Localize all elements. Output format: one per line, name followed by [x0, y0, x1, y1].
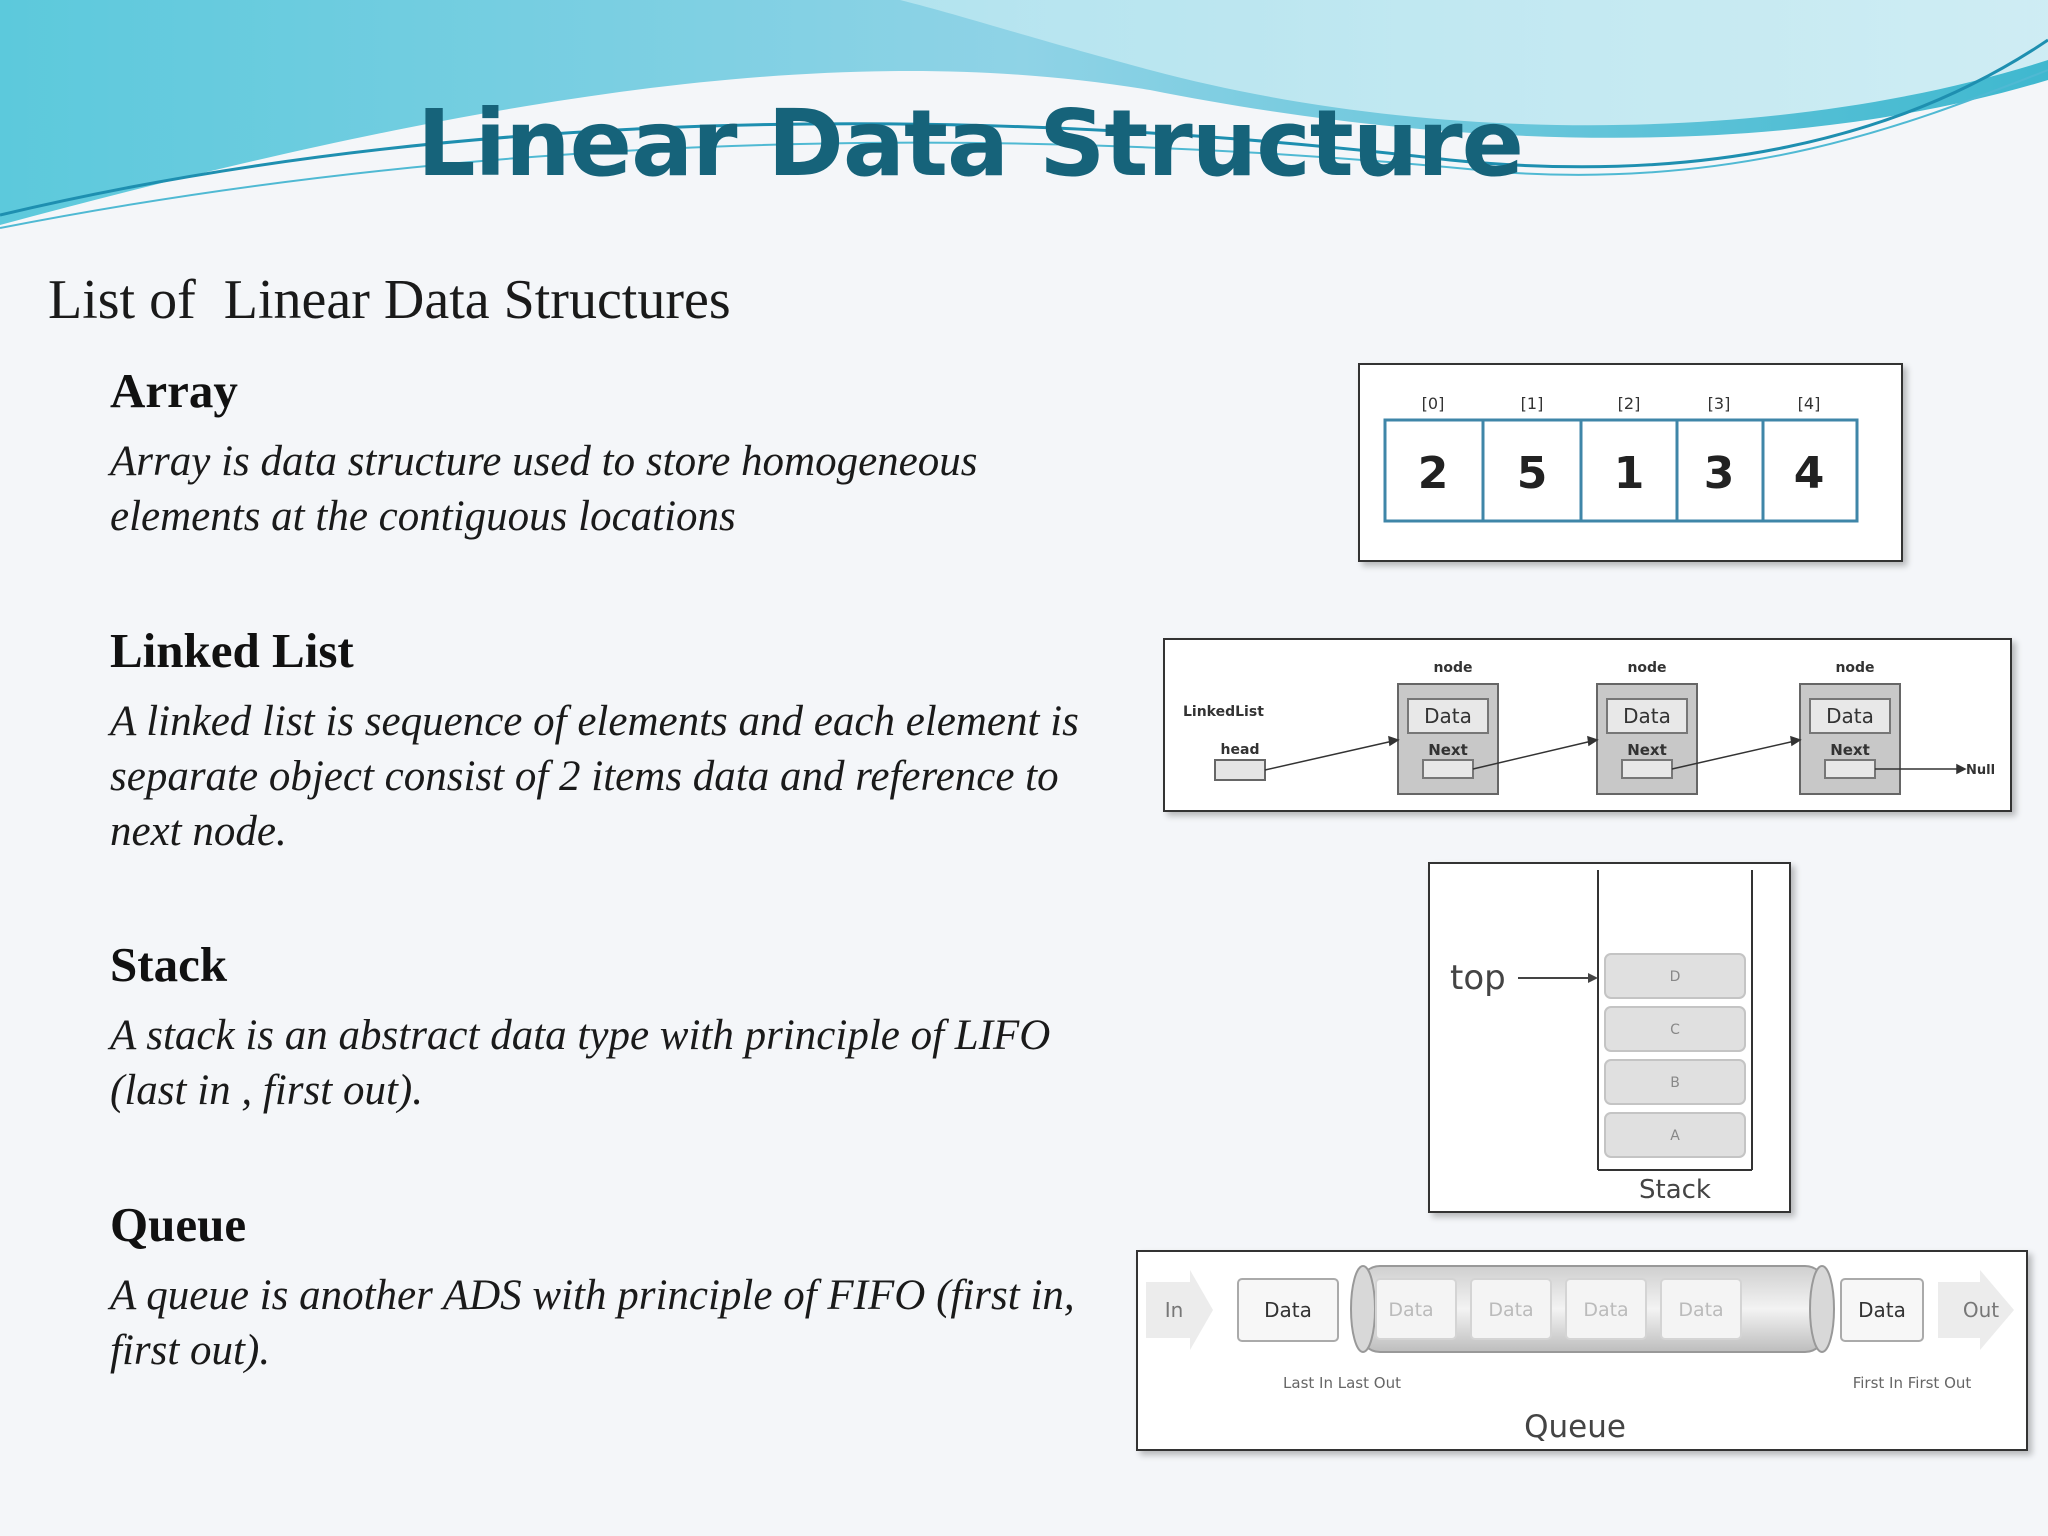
queue-item-label: Data [1678, 1299, 1723, 1321]
section-heading-stack: Stack [110, 937, 228, 992]
array-cell [1675, 418, 1765, 523]
node-label: node [1433, 660, 1472, 676]
queue-item [1660, 1278, 1742, 1340]
array-figure: [0] [1] [2] [3] [4] 2 5 1 3 4 [1358, 363, 1903, 562]
stack-item-label: A [1670, 1128, 1680, 1144]
array-value: 1 [1614, 448, 1645, 499]
queue-in-label: In [1165, 1298, 1184, 1322]
node-data-label: Data [1826, 704, 1874, 728]
slide-title: Linear Data Structure [417, 90, 1524, 197]
queue-item-label: Data [1583, 1299, 1628, 1321]
node-label: node [1627, 660, 1666, 676]
array-value: 4 [1794, 448, 1825, 499]
queue-item [1840, 1278, 1924, 1342]
node-next-label: Next [1830, 741, 1870, 759]
head-label: head [1221, 742, 1260, 758]
section-heading-linked-list: Linked List [110, 623, 354, 678]
queue-item-label: Data [1264, 1298, 1312, 1322]
section-body-stack: A stack is an abstract data type with pr… [110, 1012, 1051, 1114]
array-value: 2 [1418, 448, 1449, 499]
queue-item [1470, 1278, 1552, 1340]
queue-out-label: Out [1963, 1298, 1999, 1322]
array-cell [1481, 418, 1583, 523]
array-cell [1761, 418, 1859, 523]
queue-item-label: Data [1488, 1299, 1533, 1321]
pointer-arrow [1472, 740, 1593, 770]
linked-list-figure: LinkedList head node node node Data Next… [1163, 638, 2012, 812]
array-cell [1579, 418, 1679, 523]
stack-item [1604, 1059, 1746, 1105]
null-label: Null [1966, 763, 1995, 778]
queue-caption: Queue [1524, 1409, 1626, 1445]
linked-node: Data Next [1397, 683, 1499, 795]
node-next-label: Next [1627, 741, 1667, 759]
stack-item-label: C [1670, 1022, 1680, 1038]
queue-item-label: Data [1388, 1299, 1433, 1321]
section-body-linked-list: A linked list is sequence of elements an… [110, 698, 1079, 855]
array-index: [1] [1521, 394, 1544, 413]
section-body-array: Array is data structure used to store ho… [110, 438, 978, 540]
array-value: 3 [1704, 448, 1735, 499]
top-label: top [1450, 958, 1506, 998]
stack-item [1604, 1006, 1746, 1052]
section-body-queue: A queue is another ADS with principle of… [110, 1272, 1075, 1374]
node-data-label: Data [1424, 704, 1472, 728]
stack-item-label: D [1670, 969, 1681, 985]
stack-item-label: B [1670, 1075, 1680, 1091]
stack-item [1604, 1112, 1746, 1158]
array-index: [3] [1708, 394, 1731, 413]
pointer-arrow [1671, 740, 1796, 770]
array-cell [1383, 418, 1485, 523]
linked-node: Data Next [1596, 683, 1698, 795]
stack-figure: top D C B A Stack [1428, 862, 1791, 1213]
array-index: [4] [1798, 394, 1821, 413]
queue-item-label: Data [1858, 1298, 1906, 1322]
pointer-arrow [1264, 740, 1394, 771]
node-label: node [1835, 660, 1874, 676]
queue-item [1565, 1278, 1647, 1340]
head-pointer-box [1214, 759, 1266, 781]
section-heading-queue: Queue [110, 1197, 247, 1252]
node-data-label: Data [1623, 704, 1671, 728]
slide-subtitle: List of Linear Data Structures [48, 269, 731, 331]
array-index: [2] [1618, 394, 1641, 413]
queue-left-caption: Last In Last Out [1283, 1374, 1401, 1392]
queue-right-caption: First In First Out [1853, 1374, 1972, 1392]
array-value: 5 [1517, 448, 1548, 499]
node-next-label: Next [1428, 741, 1468, 759]
queue-item [1375, 1278, 1457, 1340]
out-arrow-icon [1938, 1270, 2014, 1350]
in-arrow-icon [1146, 1270, 1213, 1350]
stack-caption: Stack [1639, 1175, 1711, 1205]
top-arrow-icon [1588, 973, 1598, 983]
queue-figure: In Out Data Data Data Data Data Data [1136, 1250, 2028, 1451]
stack-item [1604, 953, 1746, 999]
linked-list-label: LinkedList [1183, 704, 1264, 720]
queue-item [1237, 1278, 1339, 1342]
array-index: [0] [1422, 394, 1445, 413]
linked-node: Data Next [1799, 683, 1901, 795]
section-heading-array: Array [110, 363, 238, 418]
header-wave-decoration [0, 0, 2048, 229]
